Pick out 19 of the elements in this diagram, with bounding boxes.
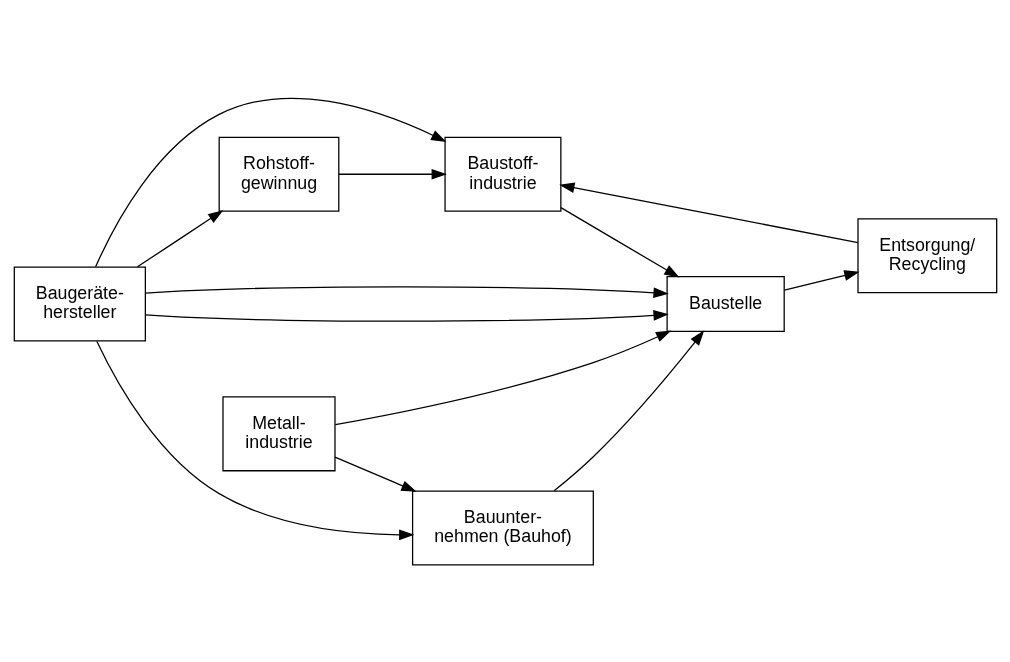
node-box: Baustoff- industrie: [443, 136, 561, 212]
node-box: Baustelle: [665, 275, 785, 332]
arrow: [136, 209, 223, 267]
arrow: [144, 309, 669, 322]
node-box: Rohstoff- gewinnug: [218, 136, 339, 212]
arrow: [337, 168, 447, 180]
arrow: [334, 330, 671, 425]
arrow: [558, 182, 859, 243]
arrow: [95, 340, 414, 540]
arrow: [553, 329, 704, 491]
node-box: Baugeräte- hersteller: [13, 266, 146, 342]
node-box: Metall- industrie: [221, 395, 336, 471]
arrow: [783, 269, 860, 291]
node-box: Bauunter- nehmen (Bauhof): [411, 489, 594, 566]
arrow: [144, 285, 669, 298]
arrow: [559, 206, 680, 278]
arrow: [94, 97, 446, 267]
node-box: Entsorgung/ Recycling: [856, 217, 997, 293]
arrow: [333, 455, 417, 492]
